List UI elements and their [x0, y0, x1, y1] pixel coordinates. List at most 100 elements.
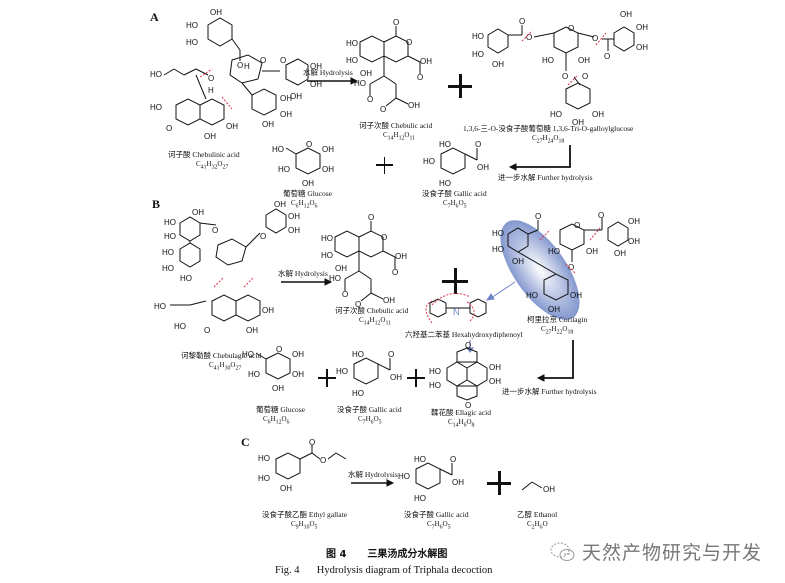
- svg-text:HO: HO: [542, 56, 554, 65]
- svg-text:O: O: [592, 34, 598, 43]
- svg-text:HO: HO: [439, 179, 451, 188]
- svg-text:O: O: [465, 341, 471, 350]
- svg-text:HO: HO: [186, 21, 198, 30]
- svg-text:O: O: [237, 61, 243, 70]
- figure-number-en: Fig. 4: [275, 565, 300, 576]
- svg-text:OH: OH: [335, 264, 347, 273]
- plus-sign: [487, 471, 511, 495]
- svg-text:O: O: [568, 24, 574, 33]
- highlight-pointer-arrow: [485, 281, 516, 301]
- svg-text:HO: HO: [526, 291, 538, 300]
- svg-text:O: O: [276, 345, 282, 354]
- svg-text:O: O: [562, 72, 568, 81]
- chebulagic-acid-name: 诃黎勒酸 Chebulagic acid: [181, 351, 262, 360]
- svg-text:HO: HO: [472, 50, 484, 59]
- svg-text:OH: OH: [452, 478, 464, 487]
- svg-text:O: O: [393, 18, 399, 27]
- svg-text:O: O: [280, 56, 286, 65]
- svg-text:HO: HO: [346, 56, 358, 65]
- svg-text:O: O: [568, 263, 574, 272]
- svg-text:O: O: [380, 105, 386, 114]
- ellagic-acid-name: 鞣花酸 Ellagic acid: [431, 408, 491, 417]
- svg-text:HO: HO: [154, 302, 166, 311]
- svg-text:O: O: [260, 232, 266, 241]
- chebulagic-acid-structure: OH HO HO HO HO HO O O OH OH OH HO HO OH …: [154, 200, 300, 335]
- hydrolysis-arrow-c-label: 水解 Hydrolysis: [348, 470, 398, 479]
- glucose-structure-b: O HO OH HO OH OH: [242, 345, 304, 393]
- svg-text:OH: OH: [477, 163, 489, 172]
- svg-text:OH: OH: [288, 212, 300, 221]
- svg-text:O: O: [475, 140, 481, 149]
- svg-text:OH: OH: [274, 200, 286, 209]
- panel-a-label: A: [150, 10, 159, 24]
- svg-text:HO: HO: [180, 274, 192, 283]
- svg-text:HO: HO: [174, 322, 186, 331]
- svg-text:N: N: [453, 307, 460, 317]
- trigalloylglucose-structure: HO HO OH O O O HO OH O O OH OH OH O O HO…: [472, 10, 648, 127]
- svg-text:HO: HO: [492, 245, 504, 254]
- svg-text:HO: HO: [346, 39, 358, 48]
- svg-text:OH: OH: [489, 363, 501, 372]
- gallic-acid-formula-b: C7H6O5: [358, 415, 382, 426]
- wechat-icon: [550, 542, 575, 561]
- further-hydrolysis-label-a: 进一步水解 Further hydrolysis: [498, 173, 593, 182]
- svg-text:HO: HO: [352, 350, 364, 359]
- svg-text:O: O: [208, 74, 214, 83]
- svg-text:HO: HO: [414, 494, 426, 503]
- plus-sign: [442, 268, 468, 294]
- svg-text:O: O: [574, 221, 580, 230]
- svg-text:O: O: [450, 455, 456, 464]
- chebulic-acid-name-a: 诃子次酸 Chebulic acid: [359, 121, 433, 130]
- svg-text:OH: OH: [322, 145, 334, 154]
- svg-text:OH: OH: [360, 69, 372, 78]
- svg-text:OH: OH: [210, 8, 222, 17]
- svg-text:OH: OH: [292, 370, 304, 379]
- svg-text:OH: OH: [592, 110, 604, 119]
- ethyl-gallate-structure: HO HO OH O O: [258, 438, 347, 493]
- svg-text:OH: OH: [570, 291, 582, 300]
- figure-number-cn: 图 4: [326, 549, 347, 560]
- svg-text:HO: HO: [278, 165, 290, 174]
- svg-text:HO: HO: [429, 367, 441, 376]
- gallic-acid-formula-c: C7H6O5: [427, 520, 451, 531]
- svg-text:OH: OH: [246, 326, 258, 335]
- svg-text:OH: OH: [383, 296, 395, 305]
- svg-text:O: O: [212, 226, 218, 235]
- svg-text:OH: OH: [586, 247, 598, 256]
- chebulinic-acid-structure: OH HO HO O H O O OH OH OH HO O OH OH OH …: [150, 8, 322, 141]
- svg-text:OH: OH: [226, 122, 238, 131]
- chebulic-acid-structure-a: O O HO HO OH OH O HO O O OH: [346, 18, 432, 114]
- svg-text:O: O: [381, 233, 387, 242]
- svg-text:OH: OH: [290, 92, 302, 101]
- svg-text:O: O: [392, 268, 398, 277]
- svg-text:OH: OH: [192, 208, 204, 217]
- svg-text:OH: OH: [302, 179, 314, 188]
- figure-title-cn: 三果汤成分水解图: [367, 549, 448, 560]
- gallic-acid-name-a: 没食子酸 Gallic acid: [422, 189, 487, 198]
- svg-text:OH: OH: [288, 226, 300, 235]
- svg-text:OH: OH: [628, 217, 640, 226]
- hydrolysis-arrow-b-label: 水解 Hydrolysis: [278, 269, 328, 278]
- svg-text:OH: OH: [204, 132, 216, 141]
- svg-text:HO: HO: [329, 274, 341, 283]
- plus-sign: [376, 157, 393, 174]
- figure-caption-en: Fig. 4 Hydrolysis diagram of Triphala de…: [275, 565, 492, 576]
- svg-text:HO: HO: [354, 79, 366, 88]
- svg-text:HO: HO: [550, 110, 562, 119]
- svg-text:OH: OH: [620, 10, 632, 19]
- svg-text:OH: OH: [280, 484, 292, 493]
- svg-text:O: O: [535, 212, 541, 221]
- svg-text:HO: HO: [164, 218, 176, 227]
- svg-text:OH: OH: [636, 23, 648, 32]
- hhdp-structure: N: [425, 292, 487, 324]
- hydrolysis-arrow-a: [307, 77, 359, 85]
- svg-text:HO: HO: [414, 455, 426, 464]
- corilagin-structure: HO HO OH O O HO OH O OH OH OH O HO OH OH: [492, 211, 640, 320]
- chebulagic-acid-formula: C41H30O27: [209, 361, 242, 372]
- chebulinic-acid-name: 诃子酸 Chebulinic acid: [168, 150, 240, 159]
- svg-text:OH: OH: [262, 306, 274, 315]
- chebulic-acid-formula-a: C14H12O11: [383, 131, 416, 142]
- panel-b-label: B: [152, 197, 161, 211]
- svg-text:OH: OH: [572, 118, 584, 127]
- svg-text:HO: HO: [336, 367, 348, 376]
